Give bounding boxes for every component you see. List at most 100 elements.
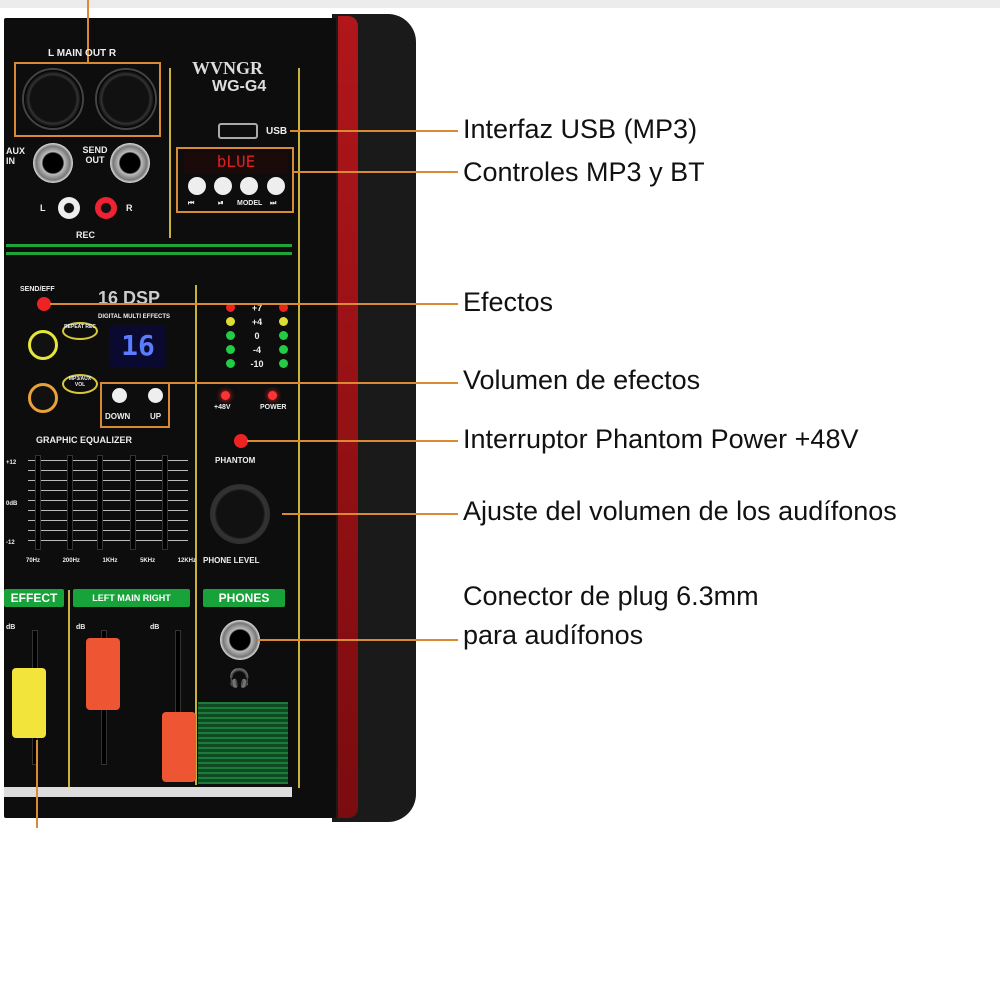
left-fader-cap[interactable]: [86, 638, 120, 710]
annotation-effects-volume: Volumen de efectos: [463, 365, 701, 395]
repeat-rec-knob[interactable]: [28, 330, 58, 360]
graphic-equalizer-label: GRAPHIC EQUALIZER: [36, 435, 133, 445]
led-l: [225, 303, 235, 312]
mp3-next-icon: ⏭: [270, 200, 277, 207]
right-fader-cap[interactable]: [162, 712, 196, 782]
effects-volume-knob[interactable]: [28, 383, 58, 413]
brand-logo: WVNGR: [192, 58, 263, 78]
geq-band: 1KHz: [102, 558, 118, 564]
led-r: [279, 303, 289, 312]
leader-line-mp3: [294, 171, 458, 173]
usb-port[interactable]: [218, 123, 258, 139]
geq-slider-1khz[interactable]: [97, 455, 103, 550]
mp3-play-button[interactable]: [214, 177, 232, 195]
mp3-prev-button[interactable]: [188, 177, 206, 195]
geq-scale-bottom: -12: [6, 540, 15, 546]
xlr-out-left[interactable]: [22, 68, 84, 130]
mp3-model-label: MODEL: [237, 200, 263, 207]
down-label: DOWN: [105, 412, 131, 421]
dsp-subtitle: DIGITAL MULTI EFFECTS: [98, 314, 170, 320]
leader-line-effect-fader: [36, 740, 38, 828]
phone-level-knob[interactable]: [210, 484, 270, 544]
effect-section-label: EFFECT: [4, 589, 64, 607]
phone-level-label: PHONE LEVEL: [203, 556, 260, 565]
aux-in-jack[interactable]: [33, 143, 73, 183]
meter-row: +4: [222, 317, 292, 327]
meter-level: +7: [251, 303, 263, 313]
led-power: [268, 391, 277, 400]
mp3-display: bLUE: [184, 152, 288, 174]
rec-label: REC: [76, 230, 96, 240]
phones-jack[interactable]: [220, 620, 260, 660]
geq-band: 12KHz: [177, 558, 196, 564]
right-db-label: dB: [150, 624, 160, 631]
dsp-logo: 16 DSP: [98, 288, 161, 308]
annotation-phone-jack-2: para audífonos: [463, 620, 644, 650]
leader-line-phone-level: [282, 513, 458, 515]
dsp-display: 16: [110, 325, 166, 367]
phantom-label: PHANTOM: [215, 456, 256, 465]
usb-label: USB: [266, 126, 288, 137]
model-name: WG-G4: [212, 78, 267, 95]
phones-section-label: PHONES: [203, 589, 285, 607]
leader-line-usb: [290, 130, 458, 132]
leader-line-phantom: [247, 440, 458, 442]
geq-band-labels: 70Hz 200Hz 1KHz 5KHz 12KHz: [26, 558, 196, 564]
meter-level: -4: [252, 345, 261, 355]
effect-db-label: dB: [6, 624, 16, 631]
main-out-label: L MAIN OUT R: [48, 48, 117, 59]
led-l: [225, 331, 235, 340]
meter-row: -10: [222, 359, 292, 369]
meter-level: -10: [250, 359, 264, 369]
leader-line-effects: [50, 303, 458, 305]
geq-slider-12khz[interactable]: [162, 455, 168, 550]
led-r: [279, 331, 289, 340]
up-label: UP: [150, 412, 162, 421]
led-r: [279, 359, 289, 368]
green-stripe: [6, 252, 292, 255]
geq-band: 200Hz: [62, 558, 80, 564]
send-eff-label: SEND/EFF: [20, 286, 55, 293]
annotation-usb: Interfaz USB (MP3): [463, 114, 698, 144]
divider: [169, 68, 171, 238]
send-out-label: SEND OUT: [82, 145, 108, 165]
geq-scale-mid: 0dB: [6, 501, 18, 507]
rec-r-jack[interactable]: [95, 197, 117, 219]
mp3-model-button[interactable]: [240, 177, 258, 195]
geq-slider-70hz[interactable]: [35, 455, 41, 550]
mp3-aux-vol-label: MP3/AUX VOL: [62, 374, 98, 394]
background-strip: [0, 0, 1000, 8]
led-48v: [221, 391, 230, 400]
divider: [68, 590, 70, 790]
dsp-down-button[interactable]: [112, 388, 127, 403]
geq-band: 70Hz: [26, 558, 41, 564]
geq-scale-top: +12: [6, 460, 17, 466]
geq-slider-5khz[interactable]: [130, 455, 136, 550]
annotation-phantom: Interruptor Phantom Power +48V: [463, 424, 859, 454]
meter-level: +4: [251, 317, 263, 327]
mp3-controls-box: [176, 147, 294, 213]
xlr-out-right[interactable]: [95, 68, 157, 130]
annotation-effects: Efectos: [463, 287, 554, 317]
main-section-label: LEFT MAIN RIGHT: [73, 589, 190, 607]
dsp-up-button[interactable]: [148, 388, 163, 403]
effect-fader-cap[interactable]: [12, 668, 46, 738]
led-r: [279, 317, 289, 326]
annotation-mp3-bt: Controles MP3 y BT: [463, 157, 705, 187]
annotation-phone-jack: Conector de plug 6.3mm: [463, 581, 759, 611]
send-out-jack[interactable]: [110, 143, 150, 183]
main-out-box: [14, 62, 161, 137]
send-eff-button[interactable]: [37, 297, 51, 311]
headphones-icon: 🎧: [228, 668, 251, 688]
left-db-label: dB: [76, 624, 86, 631]
led-l: [225, 317, 235, 326]
green-stripe: [6, 244, 292, 247]
rec-l-label: L: [40, 203, 46, 213]
phantom-button[interactable]: [234, 434, 248, 448]
mp3-next-button[interactable]: [267, 177, 285, 195]
geq-slider-200hz[interactable]: [67, 455, 73, 550]
geq-band: 5KHz: [140, 558, 156, 564]
rec-l-jack[interactable]: [58, 197, 80, 219]
mp3-play-pause-icon: ⏯: [218, 200, 224, 207]
front-rail: [4, 787, 292, 797]
